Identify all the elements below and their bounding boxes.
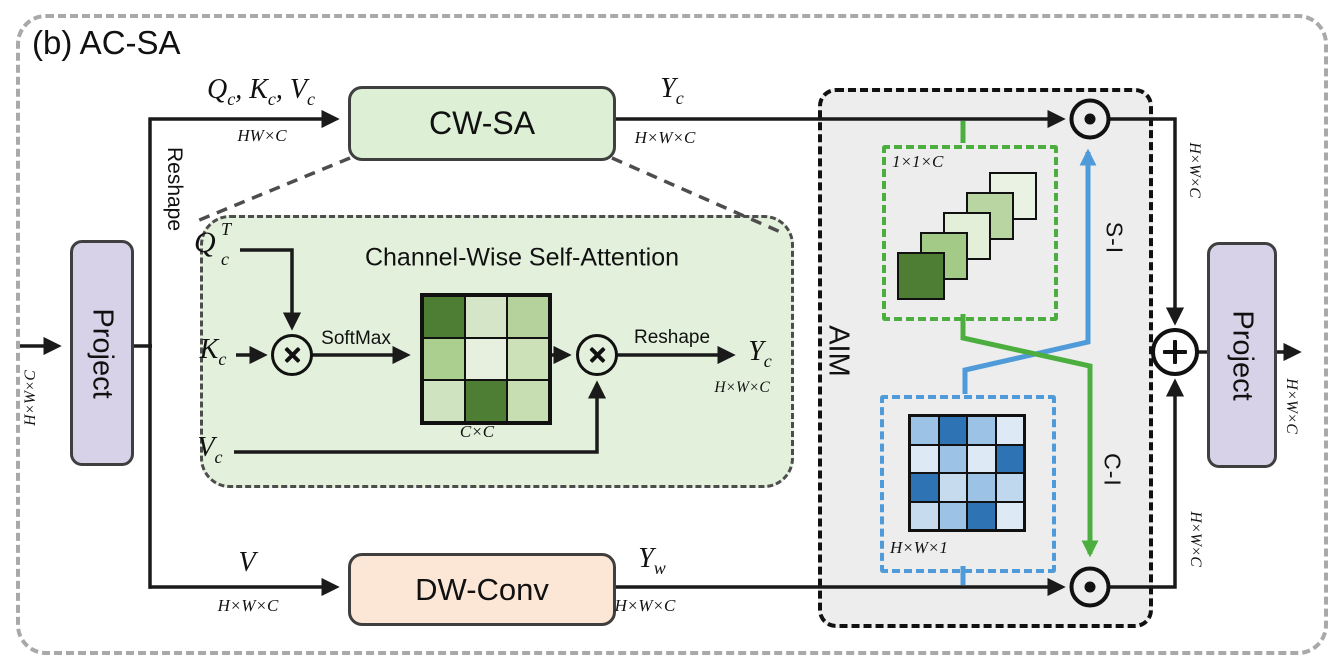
grid-cell [967, 416, 996, 445]
dim-yc-inner: H×W×C [714, 379, 770, 396]
edge-yw-to-sum [1105, 378, 1185, 589]
grid-cell [465, 338, 507, 380]
plus-bar [1172, 340, 1178, 364]
grid-cell [995, 473, 1024, 502]
qct-base: Q [194, 226, 216, 259]
ci-label: C-I [1099, 453, 1126, 487]
qct-sup: T [221, 219, 232, 239]
cwsa-block: CW-SA [348, 86, 616, 161]
vc-label: Vc [197, 432, 223, 467]
kc-label: Kc [199, 334, 227, 369]
grid-cell [507, 296, 549, 338]
qct-sub: c [221, 249, 229, 269]
grid-cell [938, 416, 967, 445]
project-left-label: Project [86, 307, 119, 399]
aim-label: AIM [822, 325, 855, 377]
dim-bottom-right: H×W×C [1187, 511, 1204, 567]
cwsa-label: CW-SA [428, 105, 536, 141]
edge-q-to-matmul [240, 248, 302, 331]
channel-map-box [882, 145, 1058, 321]
dim-hw1: H×W×1 [890, 538, 948, 557]
grid-cell [995, 416, 1024, 445]
spatial-map-grid [908, 414, 1026, 532]
grid-cell [938, 501, 967, 530]
edge-channel-interaction [960, 314, 1099, 558]
yc-label: Yc [660, 73, 684, 108]
project-right-label: Project [1226, 309, 1259, 401]
grid-cell [967, 473, 996, 502]
green-wires [960, 121, 1099, 558]
hadamard-bottom-icon [1069, 566, 1111, 608]
si-label: S-I [1101, 221, 1128, 255]
dot [1084, 113, 1096, 125]
grid-cell [995, 444, 1024, 473]
channel-square-1 [897, 252, 945, 300]
grid-cell [507, 380, 549, 422]
grid-cell [938, 444, 967, 473]
dim-yc: H×W×C [634, 128, 696, 147]
grid-cell [507, 338, 549, 380]
dim-top-right: H×W×C [1186, 142, 1203, 198]
hadamard-top-icon [1069, 98, 1111, 140]
spatial-map-box [880, 395, 1056, 573]
dim-cc: C×C [459, 422, 495, 441]
grid-cell [910, 444, 939, 473]
reshape-inner-label: Reshape [633, 327, 711, 348]
dim-output: H×W×C [1283, 378, 1300, 434]
dim-input: H×W×C [22, 370, 39, 426]
grid-cell [967, 444, 996, 473]
zoom-connector-left [196, 156, 351, 223]
grid-cell [938, 473, 967, 502]
project-left-block: Project [70, 240, 134, 466]
grid-cell [423, 338, 465, 380]
grid-cell [995, 501, 1024, 530]
v-label: V [238, 547, 256, 578]
aim-module-box [818, 88, 1153, 628]
outer-dashed-frame [16, 14, 1328, 655]
dim-v: H×W×C [217, 596, 279, 615]
edge-spatial-interaction [962, 148, 1097, 394]
softmax-label: SoftMax [321, 328, 391, 349]
project-right-block: Project [1207, 242, 1277, 468]
grid-cell [967, 501, 996, 530]
zoom-connector-right [611, 156, 786, 236]
dwconv-label: DW-Conv [415, 571, 549, 607]
dwconv-block: DW-Conv [348, 553, 616, 626]
grid-cell [423, 380, 465, 422]
edge-v-to-matmul2 [234, 380, 607, 454]
figure-title: (b) AC-SA [32, 24, 181, 61]
dot [1084, 581, 1096, 593]
edge-yc-to-sum [1105, 117, 1185, 326]
grid-cell [910, 473, 939, 502]
attention-matrix-grid [420, 293, 552, 425]
reshape-edge-label: Reshape [163, 146, 186, 232]
yc-inner-label: Yc [748, 336, 772, 371]
grid-cell [910, 501, 939, 530]
expanded-title: Channel-Wise Self-Attention [364, 243, 680, 272]
dim-yw: H×W×C [614, 596, 676, 615]
matmul-icon [271, 334, 313, 376]
matmul2-icon [576, 334, 618, 376]
qkv-label: Qc, Kc, Vc [206, 74, 316, 109]
zoom-connectors [196, 156, 786, 236]
sum-icon [1151, 328, 1199, 376]
grid-cell [423, 296, 465, 338]
grid-cell [465, 296, 507, 338]
grid-cell [465, 380, 507, 422]
dim-hwc-flat: HW×C [237, 126, 287, 145]
dim-11c: 1×1×C [892, 152, 944, 171]
grid-cell [910, 416, 939, 445]
yw-label: Yw [638, 543, 666, 578]
